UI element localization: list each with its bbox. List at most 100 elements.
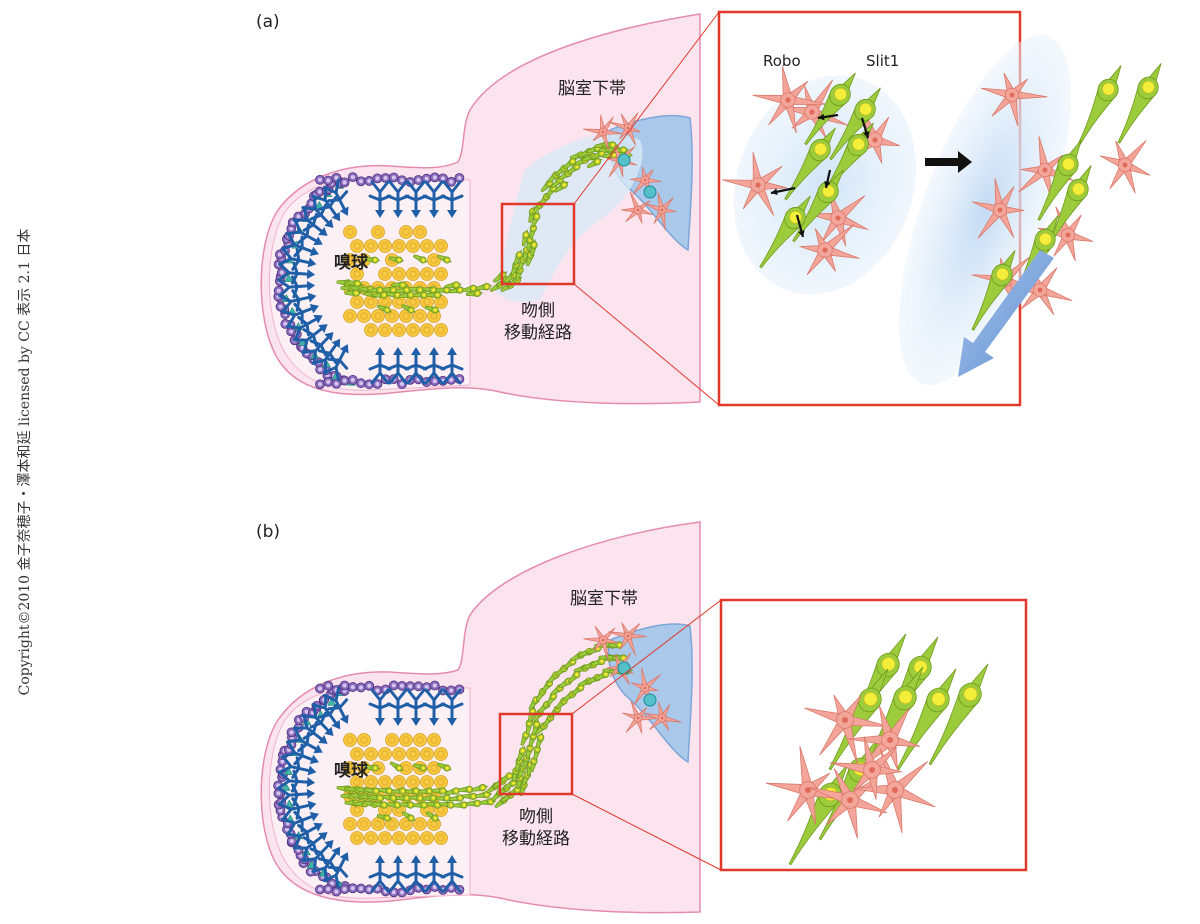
periglomerular-nucleus [441,176,445,181]
granule-nucleus [367,242,375,250]
neuroblast-nucleus [898,690,913,704]
periglomerular-nucleus [309,201,314,206]
mitral-soma [331,846,341,857]
neuroblast-nucleus [467,787,472,792]
neuroblast-nucleus [418,287,423,293]
mitral-soma [331,338,341,349]
granule-nucleus [346,820,354,828]
neuroblast-cell [535,731,545,749]
repulsion-arrowhead [863,131,870,138]
neuroblast-nucleus [445,258,450,263]
mitral-soma [307,800,317,811]
mitral-cell [422,180,446,218]
granule-cell [413,309,427,323]
neuroblast-chain-a [336,141,634,314]
granule-nucleus [346,764,354,772]
periglomerular-nucleus [367,178,372,183]
copyright-text: Copyright©2010 金子奈穂子・澤本和延 licensed by CC… [17,228,33,696]
repulsion-arrowhead [771,188,778,196]
periglomerular-nucleus [318,177,322,182]
panel-label-a: (a) [256,12,280,32]
granule-nucleus [409,778,417,786]
periglomerular-nucleus [432,885,437,890]
mitral-cell [386,855,410,893]
mitral-dendrite [404,861,428,893]
mitral-cell [278,247,317,271]
mitral-cell [368,855,392,893]
ventricle-b [607,623,693,764]
granule-nucleus [423,834,431,842]
granule-cell [434,323,448,337]
granule-nucleus [402,764,410,772]
neuroblast-nucleus [382,292,387,298]
granule-nucleus [367,834,375,842]
astrocyte-nucleus [601,130,605,134]
periglomerular-nucleus [432,379,437,384]
astrocyte-cell [583,625,619,661]
granule-cell [343,253,357,267]
mitral-cell [292,832,328,863]
mitral-dendrite [422,688,446,720]
neuroblast-nucleus [373,257,378,263]
mitral-dendrite [386,180,410,212]
periglomerular-nucleus [318,367,323,372]
mitral-dendrite [386,353,410,385]
stem-cell [617,661,631,675]
neuroblast-nucleus [1062,157,1075,171]
mitral-dendrite [311,185,338,217]
granule-cell [392,831,406,845]
focus-box-b [498,712,574,796]
granule-nucleus [367,750,375,758]
neuroblast-nucleus [397,766,402,771]
mitral-dendrite [277,261,309,285]
granule-cell [406,747,420,761]
periglomerular-nucleus [304,709,309,714]
tufted-cell [298,337,308,346]
granule-nucleus [409,298,417,306]
mitral-cell [281,232,319,258]
mitral-soma [318,227,328,236]
periglomerular-nucleus [289,226,294,231]
granule-nucleus [423,750,431,758]
neuroblast-nucleus [400,282,406,288]
granule-nucleus [395,298,403,306]
mitral-soma [429,347,439,355]
mitral-dendrite [285,726,318,753]
mitral-dendrite [301,336,330,365]
neuroblast-cell [465,289,484,298]
neuroblast-cell [499,772,515,784]
neuroblast-cell [412,291,431,299]
mitral-dendrite [311,343,338,375]
neuroblast-nucleus [378,795,383,801]
mitral-dendrite [368,353,392,385]
granule-nucleus [374,228,382,236]
granule-nucleus [353,242,361,250]
granule-nucleus [353,834,361,842]
neuroblast-nucleus [610,142,616,148]
neuroblast-nucleus [538,735,543,740]
label-slit1: Slit1 [866,52,900,70]
granule-cell [364,323,378,337]
mitral-dendrite [301,703,330,732]
neuroblast-cell [784,127,836,201]
granule-nucleus [423,326,431,334]
astrocyte-nucleus [1042,167,1048,173]
granule-nucleus [353,298,361,306]
neuroblast-nucleus [444,795,450,801]
neuroblast-cell [1077,65,1122,146]
periglomerular-nucleus [278,808,283,813]
granule-nucleus [346,228,354,236]
mitral-soma [339,714,349,724]
label-olfactory-bulb-a: 嗅球 [334,253,368,273]
astrocyte-cell [644,192,677,231]
mitral-soma [313,314,323,324]
astrocyte-nucleus [643,178,647,182]
label-rms-a-line1: 吻側 [521,301,555,321]
astrocyte-nucleus [835,215,841,221]
periglomerular-nucleus [350,377,355,382]
neuroblast-cell [424,306,441,314]
neuroblast-nucleus [1039,232,1052,246]
neuroblast-nucleus [445,766,450,771]
periglomerular-nucleus [279,270,284,275]
neuroblast-cell [531,718,541,736]
